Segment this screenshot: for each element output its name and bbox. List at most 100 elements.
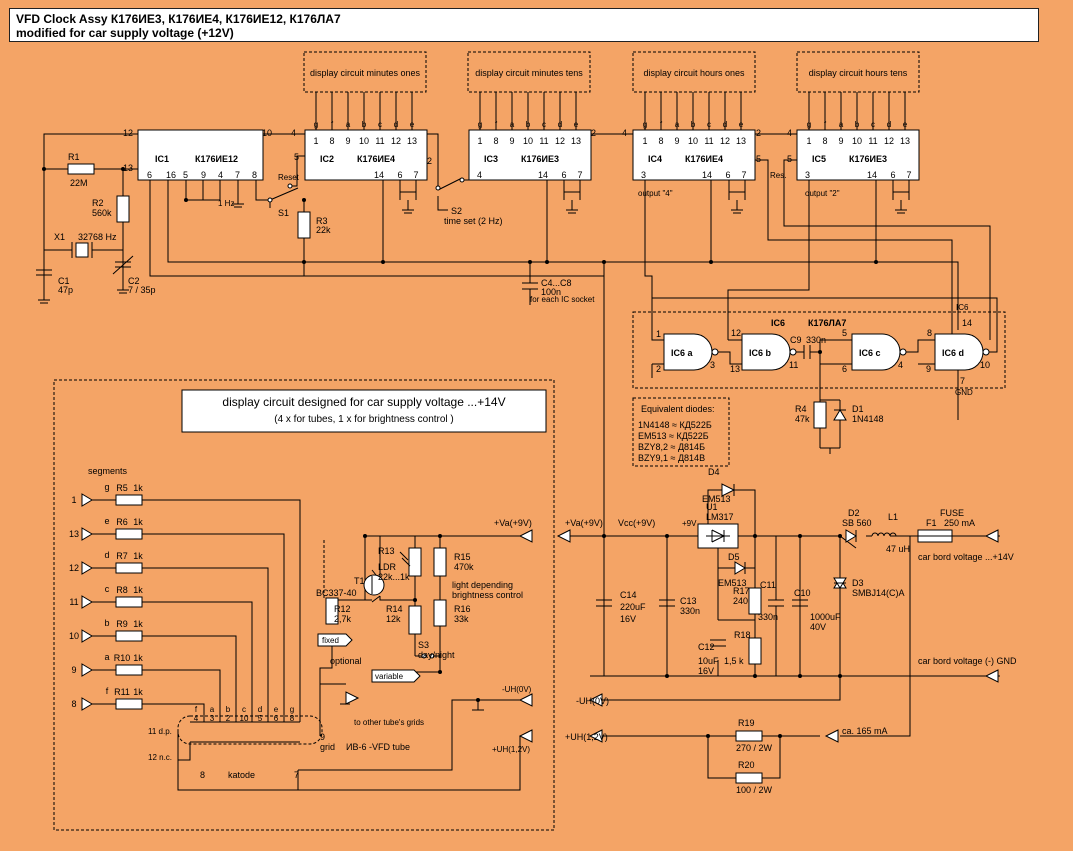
c1-value: 47p xyxy=(58,285,73,295)
c2-value: 7 / 35p xyxy=(128,285,156,295)
time-set-label: time set (2 Hz) xyxy=(444,216,503,226)
ic6-pin-10: 10 xyxy=(980,360,990,370)
ic3-seg-g: g xyxy=(478,120,482,129)
ic-side-pins: 4 5 2 4 2 4 2 5 4 5 3 3 xyxy=(291,128,810,180)
segments-label: segments xyxy=(88,466,128,476)
ic6b-label: IC6 b xyxy=(749,348,772,358)
tube-pin-number-8: 8 xyxy=(290,714,295,723)
title-line-2: modified for car supply voltage (+12V) xyxy=(16,26,234,40)
r4-d1: R4 47k D1 1N4148 xyxy=(795,352,884,454)
r13-ref: R13 xyxy=(378,546,395,556)
ic3-seg-f: f xyxy=(495,120,498,129)
ic5-ref: IC5 xyxy=(812,154,826,164)
ic2-pin-12: 12 xyxy=(391,136,401,146)
s3-ref: S3 xyxy=(418,640,429,650)
time-set-switch-s2[interactable]: S2 time set (2 Hz) xyxy=(435,177,503,226)
ic6-pin-13: 13 xyxy=(730,364,740,374)
equiv-3: BZY8,2 ≈ Д814Б xyxy=(638,442,705,452)
segment-input-pin-11: 11 xyxy=(69,597,78,607)
r11-ref: R11 xyxy=(114,687,130,697)
ic1-pin-10: 10 xyxy=(262,128,272,138)
d4-ref: D4 xyxy=(708,467,720,477)
brightness-components: R13 LDR 22k...1k R15 470k R14 12k R16 33… xyxy=(316,540,523,683)
r3-ref: R3 xyxy=(316,216,328,226)
x1-crystal xyxy=(75,242,89,258)
c9-value: 330n xyxy=(806,335,826,345)
c12-ref: C12 xyxy=(698,642,715,652)
car-bord-plus-label: car bord voltage ...+14V xyxy=(918,552,1014,562)
ic6-pin-11: 11 xyxy=(789,360,798,370)
ic5-seg-a: a xyxy=(839,120,844,129)
ic3-seg-b: b xyxy=(526,120,531,129)
c2-ref: C2 xyxy=(128,276,140,286)
car-box-title: display circuit designed for car supply … xyxy=(222,395,505,409)
c12: C12 10uF 16V xyxy=(698,639,726,676)
tube-label: ИВ-6 -VFD tube xyxy=(346,742,410,752)
output2-label: output "2" xyxy=(805,189,840,198)
junction-dots xyxy=(42,167,878,738)
ic2-pin-8: 8 xyxy=(329,136,334,146)
r1-value: 22M xyxy=(70,178,88,188)
r19-value: 270 / 2W xyxy=(736,743,773,753)
c10: C10 1000uF 40V xyxy=(792,588,841,632)
ic1-pin-16: 16 xyxy=(166,170,176,180)
tube-pin-number-10: 10 xyxy=(240,714,249,723)
va-label-left: +Va(+9V) xyxy=(494,518,532,528)
r8-value: 1k xyxy=(133,585,143,595)
c12-voltage: 16V xyxy=(698,666,714,676)
ic5-seg-e: e xyxy=(903,120,908,129)
ic2: IC2 К176ИЕ4 xyxy=(304,129,428,181)
each-ic-socket-label: for each IC socket xyxy=(530,295,595,304)
ic4-seg-c: c xyxy=(707,120,711,129)
r3: R3 22k xyxy=(297,211,331,239)
ic5-pin-6: 6 xyxy=(890,170,895,180)
ic2-seg-f: f xyxy=(331,120,334,129)
r11-resistor xyxy=(115,698,143,710)
r17: R17 240 xyxy=(733,586,762,615)
uh0-small-label: -UH(0V) xyxy=(502,685,532,694)
r14-resistor xyxy=(408,605,422,635)
c10-value: 1000uF xyxy=(810,612,841,622)
d2: D2 SB 560 xyxy=(842,508,872,543)
equiv-title: Equivalent diodes: xyxy=(641,404,715,414)
ldr-ref: LDR xyxy=(378,562,397,572)
ic4-seg-e: e xyxy=(739,120,744,129)
r16-value: 33k xyxy=(454,614,469,624)
c10-ref: C10 xyxy=(794,588,811,598)
r10-resistor xyxy=(115,664,143,676)
c4-c8-capacitors: C4...C8 100n for each IC socket xyxy=(522,278,595,304)
tube-pin-letter-e: e xyxy=(274,705,279,714)
reset-switch-s1[interactable]: Reset S1 xyxy=(267,173,300,218)
lm317-regulator: +9V U1 LM317 xyxy=(682,502,739,549)
ic4-ref: IC4 xyxy=(648,154,662,164)
ic1-pin-9: 9 xyxy=(201,170,206,180)
ic3-seg-e: e xyxy=(574,120,579,129)
ic5-pin-12: 12 xyxy=(884,136,894,146)
segment-to-tube-wire xyxy=(142,533,285,722)
r11-value: 1k xyxy=(133,687,143,697)
t1-transistor xyxy=(363,574,385,596)
ic5-pin-1: 1 xyxy=(806,136,811,146)
title-line-1: VFD Clock Assy К176ИЕ3, К176ИЕ4, К176ИЕ1… xyxy=(16,12,341,26)
ic-pin-labels: 1g8f9a10b11c12d13e1g8f9a10b11c12d13e1g8f… xyxy=(313,120,910,146)
day-night-label: day/night xyxy=(418,650,455,660)
ic1-ref: IC1 xyxy=(155,154,169,164)
tube-pin9: 9 xyxy=(320,732,325,742)
ic6c-label: IC6 c xyxy=(859,348,881,358)
ic6-type: К176ЛА7 xyxy=(808,318,846,328)
ic6c-gate xyxy=(851,333,901,371)
ic2-seg-a: a xyxy=(346,120,351,129)
ic6-pin-5: 5 xyxy=(842,328,847,338)
ic5-pin-5: 5 xyxy=(787,154,792,164)
power-arrows xyxy=(556,529,999,743)
title-box: VFD Clock Assy К176ИЕ3, К176ИЕ4, К176ИЕ1… xyxy=(9,8,1039,42)
output4-label: output "4" xyxy=(638,189,673,198)
equiv-2: EM513 ≈ КД522Б xyxy=(638,431,709,441)
segment-input-pin-10: 10 xyxy=(69,631,79,641)
s3-switch-contact[interactable] xyxy=(421,653,427,659)
ic6-pin-9: 9 xyxy=(926,364,931,374)
r16-resistor xyxy=(433,599,447,627)
d4: D4 EM513 xyxy=(702,467,736,504)
vfd-tube: 11 d.p. 12 n.c. 8 katode 7 9 grid ИВ-6 -… xyxy=(148,715,410,791)
